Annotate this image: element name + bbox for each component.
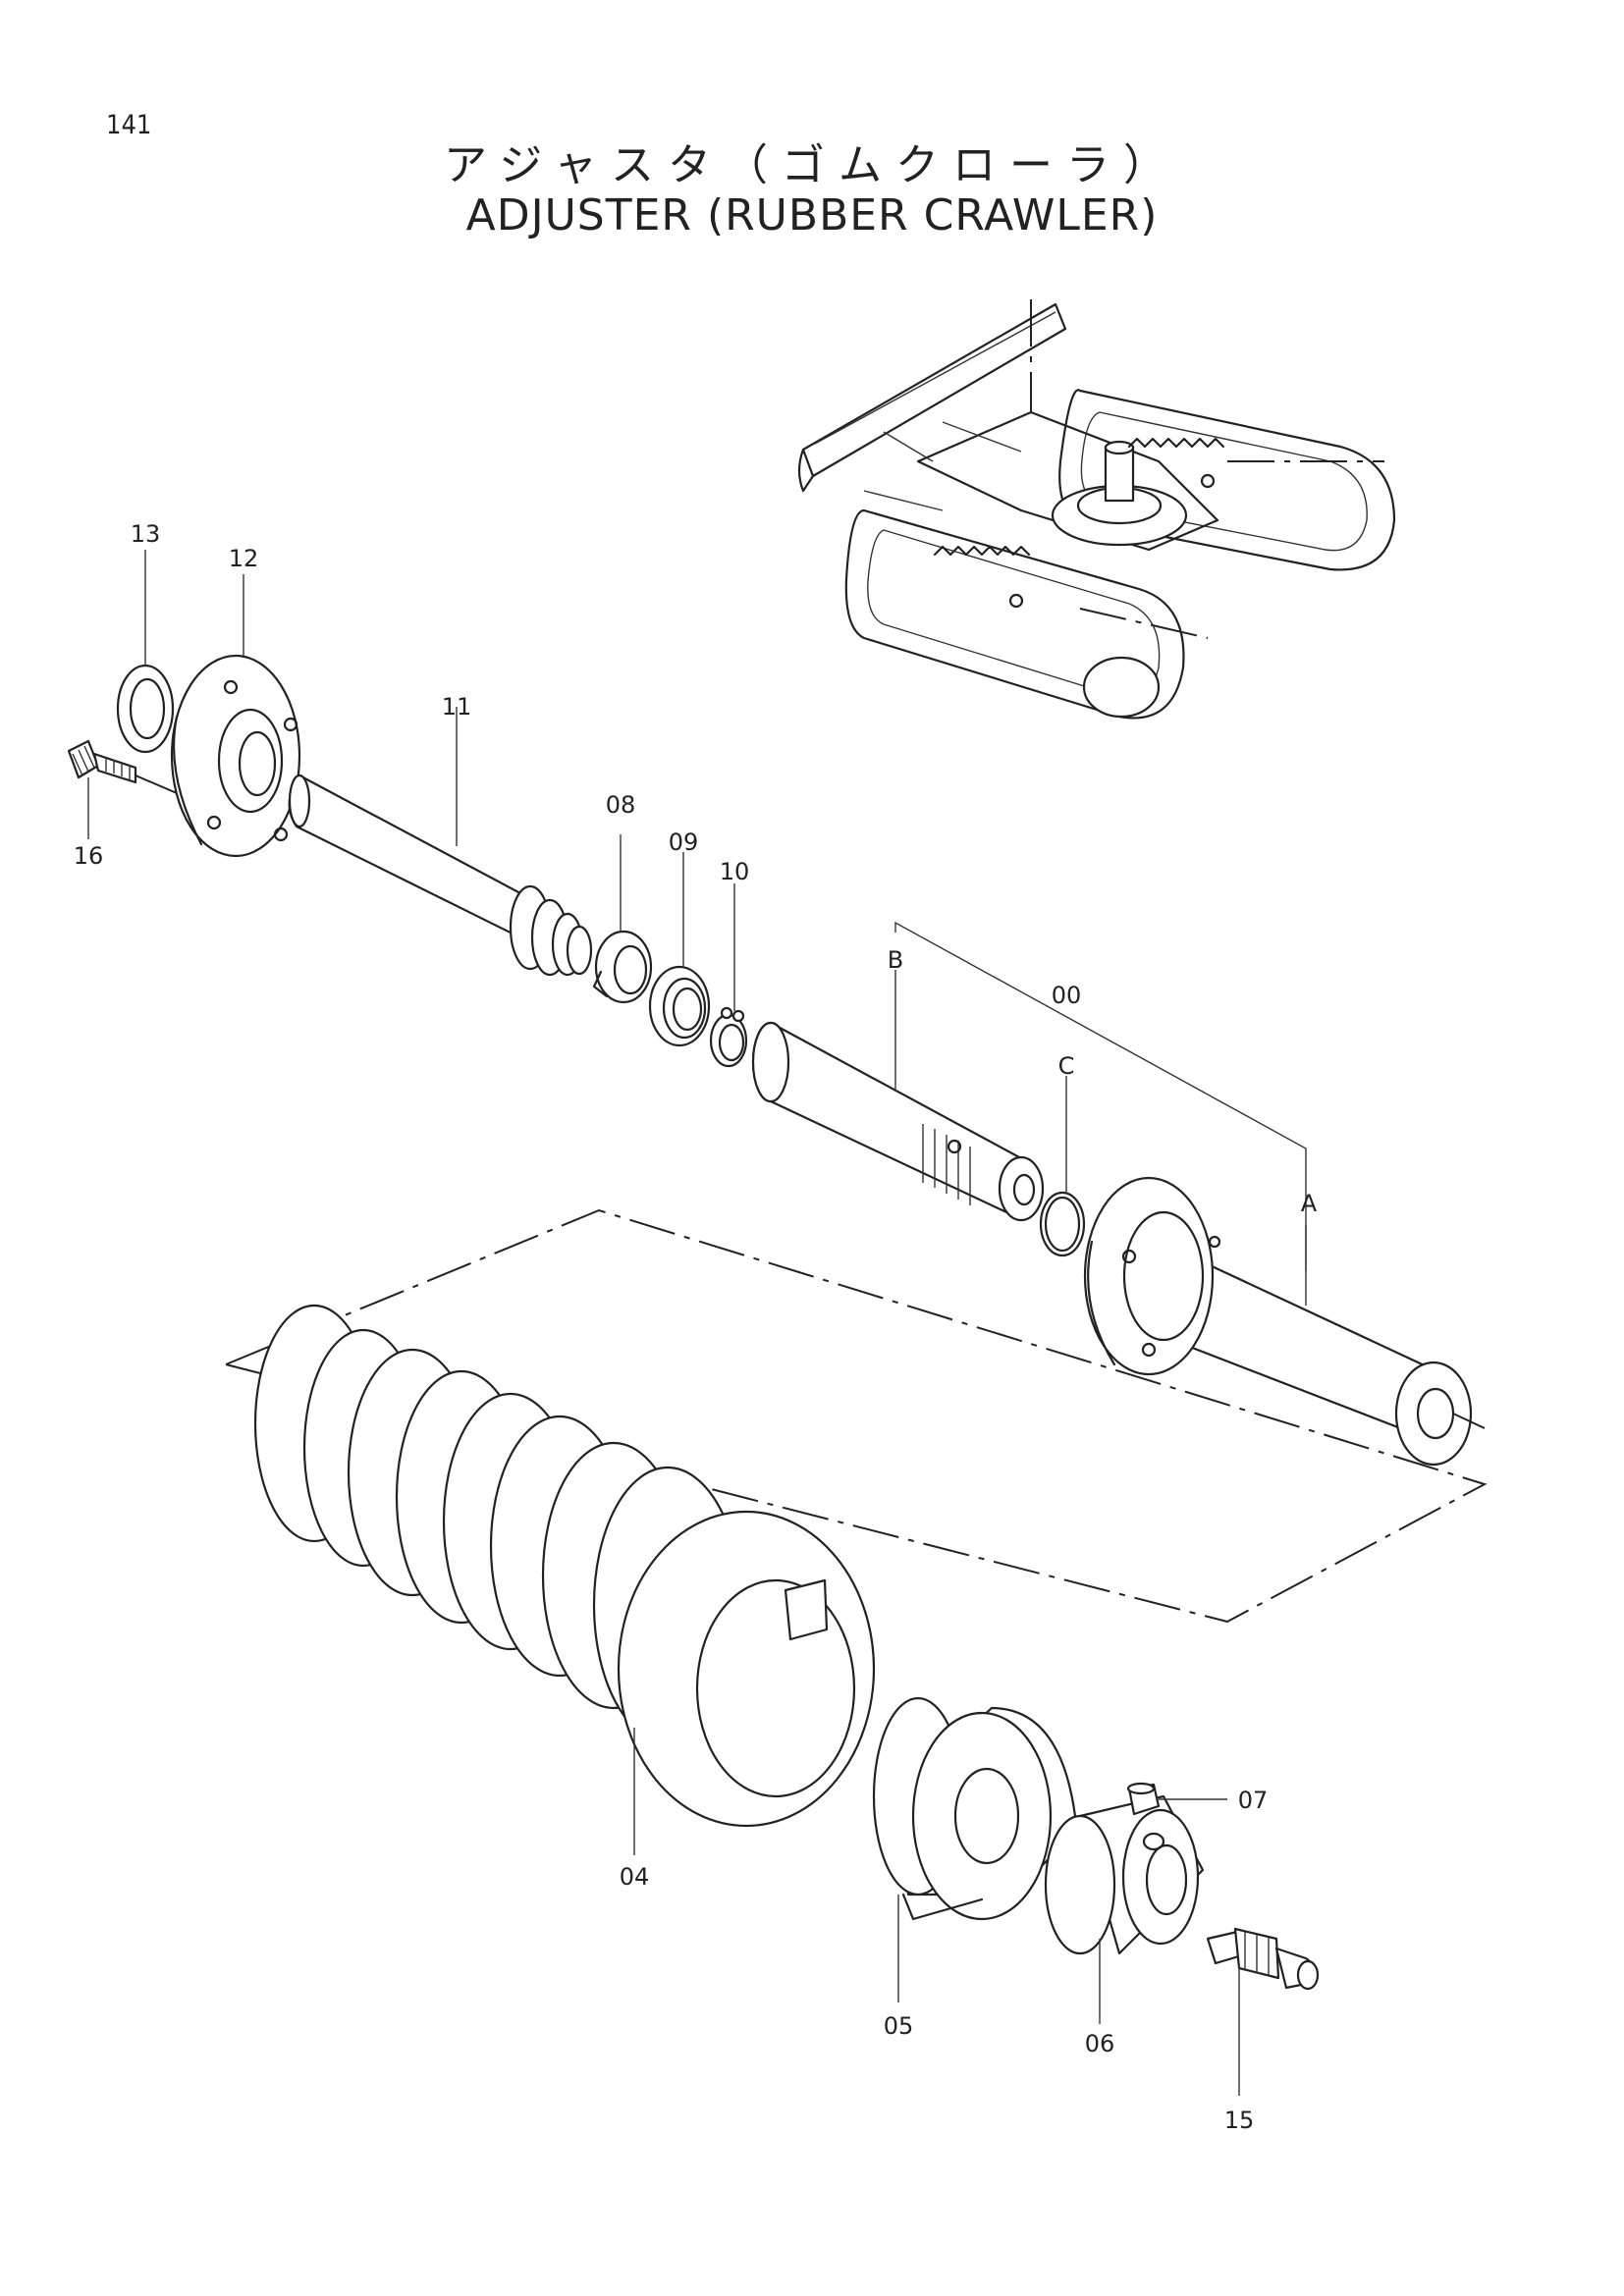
callout-09: 09 [669, 828, 699, 856]
callout-00: 00 [1052, 982, 1082, 1009]
part-a-cylinder [1083, 1176, 1486, 1467]
callout-16: 16 [74, 842, 104, 870]
callout-04: 04 [620, 1863, 650, 1891]
part-04-coil-spring [253, 1304, 876, 1855]
callout-labels: 13 12 16 11 08 09 10 B 00 C A 07 04 05 0… [74, 520, 1318, 2134]
part-10-snap-ring [709, 883, 748, 1068]
part-12-flange [170, 574, 301, 858]
part-05-spring-seat [872, 1696, 1077, 2002]
callout-10: 10 [720, 858, 750, 885]
part-09-packing [648, 852, 711, 1047]
part-13-seal [116, 550, 175, 754]
spring-outline-plane [225, 1208, 1488, 1624]
callout-13: 13 [131, 520, 161, 548]
part-07-plug [1126, 1782, 1227, 1816]
callout-11: 11 [442, 693, 472, 721]
part-06-bushing [1044, 1794, 1205, 2024]
title-japanese: アジャスタ（ゴムクローラ） [443, 140, 1181, 190]
part-16-bolt [67, 739, 178, 839]
part-c-o-ring [1039, 1076, 1086, 1257]
part-b-piston-rod [751, 970, 1045, 1222]
page-number: 141 [106, 110, 152, 140]
callout-c: C [1058, 1052, 1075, 1080]
callout-06: 06 [1085, 2030, 1115, 2057]
callout-08: 08 [606, 791, 636, 819]
callout-a: A [1301, 1190, 1318, 1217]
callout-b: B [888, 946, 903, 974]
callout-15: 15 [1224, 2107, 1255, 2134]
callout-12: 12 [229, 545, 259, 572]
undercarriage-overview [797, 299, 1396, 720]
callout-07: 07 [1238, 1787, 1269, 1814]
title-english: ADJUSTER (RUBBER CRAWLER) [465, 190, 1159, 240]
part-11-rod [288, 707, 593, 977]
assembly-bracket [894, 921, 1307, 1306]
part-15-grease-valve [1206, 1927, 1320, 2096]
callout-05: 05 [884, 2012, 914, 2040]
part-08-ring [592, 834, 653, 1004]
